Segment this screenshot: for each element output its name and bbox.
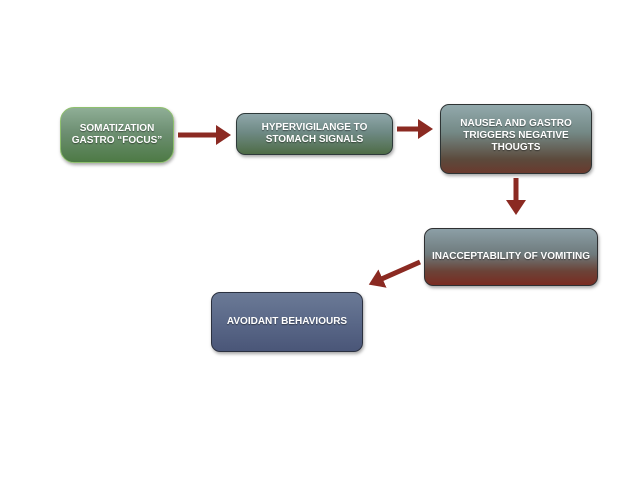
node-inacceptability: INACCEPTABILITY OF VOMITING — [424, 228, 598, 286]
node-somatization-label: SOMATIZATION GASTRO “FOCUS” — [71, 123, 163, 146]
node-somatization: SOMATIZATION GASTRO “FOCUS” — [60, 107, 174, 163]
node-nausea: NAUSEA AND GASTRO TRIGGERS NEGATIVE THOU… — [440, 104, 592, 174]
node-nausea-label: NAUSEA AND GASTRO TRIGGERS NEGATIVE THOU… — [460, 118, 572, 153]
node-hypervigilance: HYPERVIGILANGE TO STOMACH SIGNALS — [236, 113, 393, 155]
node-inacceptability-label: INACCEPTABILITY OF VOMITING — [432, 251, 590, 262]
node-avoidant: AVOIDANT BEHAVIOURS — [211, 292, 363, 352]
node-hypervigilance-label: HYPERVIGILANGE TO STOMACH SIGNALS — [261, 122, 368, 145]
node-avoidant-label: AVOIDANT BEHAVIOURS — [226, 316, 348, 327]
arrow-inacceptability-to-avoidant — [368, 259, 422, 288]
